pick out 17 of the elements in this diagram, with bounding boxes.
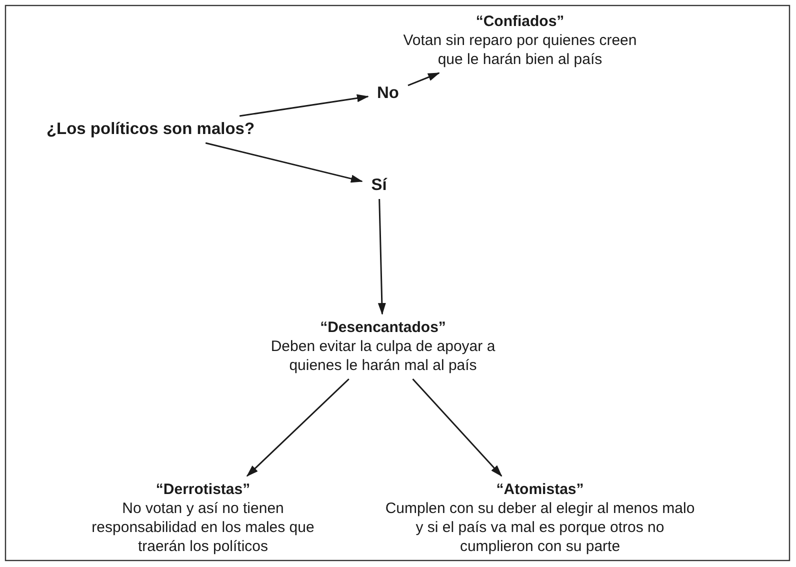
category-title: “Derrotistas” — [154, 480, 252, 499]
category-title: “Atomistas” — [495, 480, 585, 499]
answer-text: No — [376, 84, 400, 103]
arrow — [412, 378, 502, 477]
arrow — [205, 142, 363, 183]
question-text: ¿Los políticos son malos? — [45, 120, 256, 139]
category-description: Votan sin reparo por quienes creen que le harán bien al país — [402, 31, 638, 69]
arrow — [246, 378, 350, 477]
category-description: No votan y así no tienen responsabilidad en los males que traerán los políticos — [90, 499, 316, 556]
arrow — [378, 198, 386, 315]
category-description: Deben evitar la culpa de apoyar a quienes le harán mal al país — [270, 337, 496, 375]
arrow — [239, 94, 369, 117]
category-title: “Desencantados” — [319, 318, 447, 337]
arrow — [408, 72, 440, 86]
answer-text: Sí — [370, 176, 388, 195]
category-description: Cumplen con su deber al elegir al menos malo y si el país va mal es porque otros no cumplieron con su parte — [385, 499, 695, 556]
category-title: “Confiados” — [474, 12, 566, 31]
